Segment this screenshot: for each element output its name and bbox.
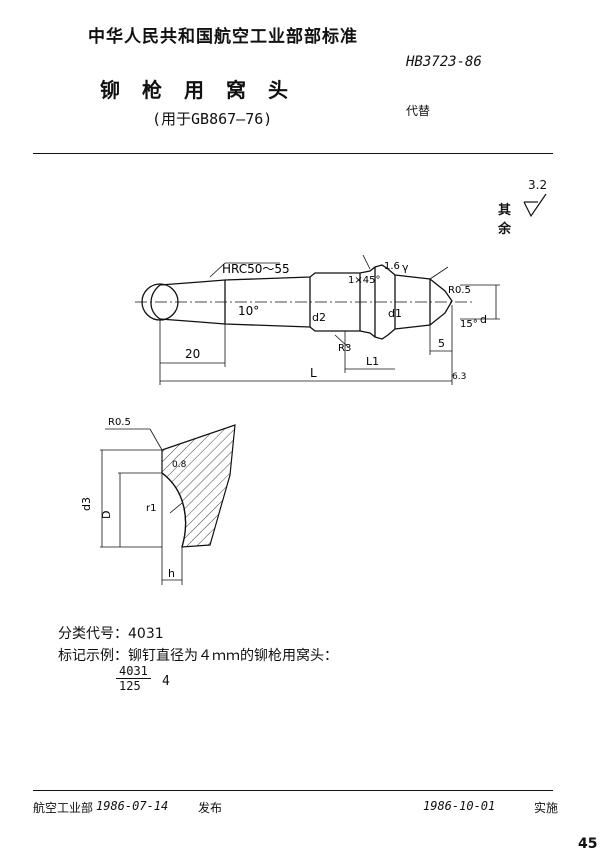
D-label: D <box>100 511 113 519</box>
standard-organization: 中华人民共和国航空工业部部标准 <box>88 27 358 47</box>
fifteen-deg-label: 15° <box>460 319 478 330</box>
five-label: 5 <box>438 337 445 350</box>
gamma-label: γ <box>402 261 409 274</box>
marking-example: 标记示例：铆钉直径为４ｍｍ的铆枪用窝头： <box>58 648 338 664</box>
example-denominator: 125 <box>119 679 141 693</box>
d1-label: d1 <box>388 307 402 320</box>
roughness-symbol-icon <box>523 193 547 218</box>
d-label: d <box>480 313 487 326</box>
standard-code: HB3723-86 <box>406 54 482 70</box>
roughness-0-8-label: 0.8 <box>172 460 187 470</box>
implementation-date: 1986-10-01 <box>423 799 496 813</box>
h-label: h <box>168 567 175 580</box>
length-L-label: L <box>310 366 317 380</box>
length-20-label: 20 <box>185 347 200 361</box>
roughness-label: 其余 <box>498 203 512 237</box>
roughness-value: 3.2 <box>528 178 548 192</box>
roughness-1-6-label: 1.6 <box>384 261 400 272</box>
classification-code: 分类代号：4031 <box>58 626 164 642</box>
issuer: 航空工业部 <box>33 801 94 815</box>
r05-label: R0.5 <box>448 285 471 296</box>
main-drawing: HRC50～55 10° 20 d2 L L1 1×45° 1.6 γ d1 d… <box>135 255 500 385</box>
d3-label: d3 <box>80 497 93 511</box>
angle-label: 10° <box>238 304 259 318</box>
detail-r05-label: R0.5 <box>108 417 131 428</box>
roughness-6-3-label: 6.3 <box>452 372 466 382</box>
issued-label: 发布 <box>198 801 223 815</box>
chamfer-label: 1×45° <box>348 275 380 286</box>
length-L1-label: L1 <box>366 355 379 368</box>
detail-drawing: R0.5 d3 D r1 h 0.8 <box>80 417 236 585</box>
r3-label: R3 <box>338 343 351 354</box>
example-numerator: 4031 <box>116 664 151 679</box>
implement-label: 实施 <box>534 801 559 815</box>
issue-date: 1986-07-14 <box>96 799 169 813</box>
r1-label: r1 <box>146 503 156 514</box>
header-divider <box>33 153 553 154</box>
marking-example-value: 4031 4 125 <box>116 664 170 693</box>
replaces-label: 代替 <box>406 104 431 118</box>
page-subtitle: (用于GB867—76) <box>152 110 273 128</box>
page-number: 45 <box>578 836 598 852</box>
footer-divider <box>33 790 553 791</box>
hrc-label: HRC50～55 <box>222 262 290 276</box>
d2-label: d2 <box>312 311 326 324</box>
page-title: 铆枪用窝头 <box>100 78 310 102</box>
example-size: 4 <box>162 674 170 689</box>
